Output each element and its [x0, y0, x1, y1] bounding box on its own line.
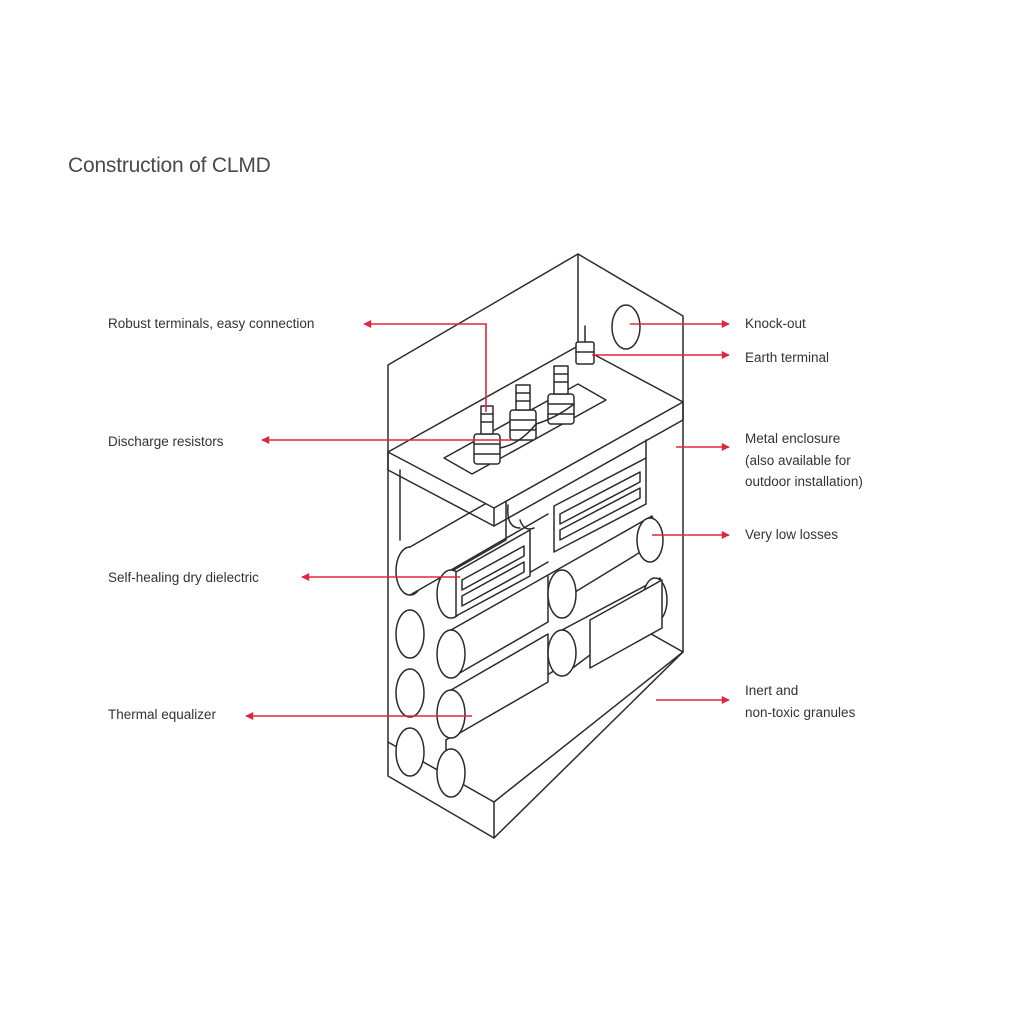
label-self-healing-dielectric: Self-healing dry dielectric [108, 570, 259, 585]
knock-out-hole [611, 304, 641, 350]
label-metal-enclosure-line-2: (also available for [745, 452, 851, 468]
callout-arrows [245, 320, 730, 720]
label-metal-enclosure-line-1: Metal enclosure [745, 431, 841, 446]
resistor-link-2 [535, 403, 575, 425]
label-metal-enclosure: Metal enclosure (also available for outd… [745, 428, 863, 493]
label-discharge-resistors: Discharge resistors [108, 434, 224, 449]
terminal-1 [473, 405, 501, 465]
label-inert-granules-line-2: non-toxic granules [745, 704, 856, 720]
diagram-title: Construction of CLMD [68, 154, 271, 177]
resistor-link-1 [499, 423, 537, 449]
label-earth-terminal: Earth terminal [745, 350, 830, 365]
label-robust-terminals: Robust terminals, easy connection [108, 316, 315, 331]
label-very-low-losses: Very low losses [745, 527, 839, 542]
terminals [473, 325, 595, 465]
label-metal-enclosure-line-3: outdoor installation) [745, 474, 863, 489]
label-thermal-equalizer: Thermal equalizer [108, 707, 217, 722]
earth-terminal-post [575, 325, 595, 365]
label-inert-granules: Inert and non-toxic granules [745, 680, 855, 723]
arrow-robust-terminals [363, 320, 487, 412]
dielectric-plates [455, 457, 663, 669]
label-knock-out: Knock-out [745, 316, 806, 331]
label-inert-granules-line-1: Inert and [745, 683, 799, 698]
